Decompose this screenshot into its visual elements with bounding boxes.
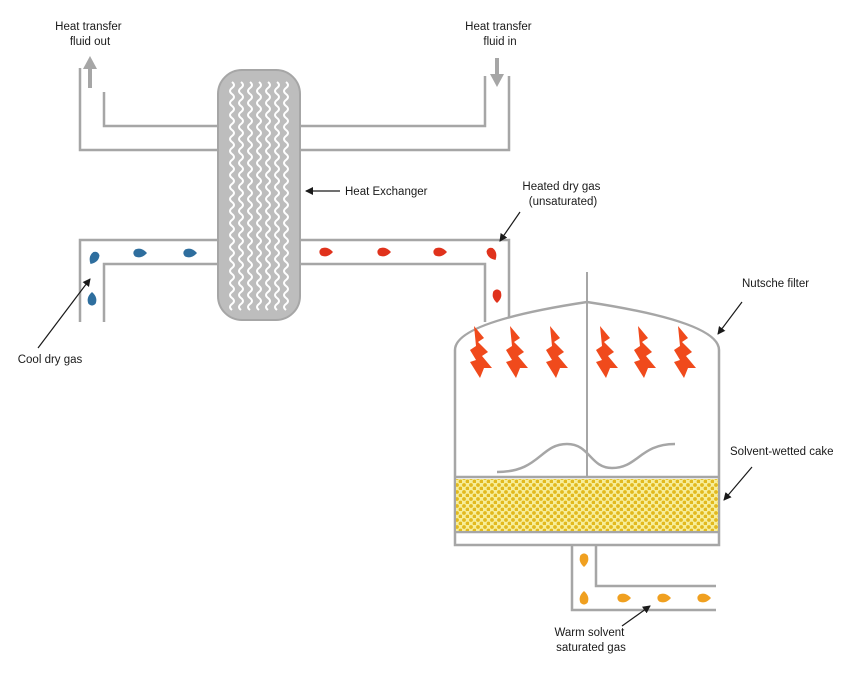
coil-line [247,81,253,311]
heated-gas-drop [492,289,502,303]
cool-gas-drops [87,248,197,306]
coil-line [283,81,289,311]
label-warm-gas: Warm solvent saturated gas [554,627,627,654]
heated-gas-drops [319,247,502,303]
coil-line [274,81,280,311]
cake-arrow [723,466,753,501]
heated-gas-arrow [499,211,521,242]
nutsche-arrow [717,301,743,335]
label-heated-gas: Heated dry gas (unsaturated) [522,181,603,208]
warm-gas-drop [697,593,711,603]
coil-line [238,81,244,311]
heat-flame-icon [596,326,618,378]
cool-gas-drop [183,248,197,258]
heat-exchanger [217,69,301,321]
heat-flame-icon [506,326,528,378]
cool-gas-drop [133,248,147,258]
nutsche-filter [453,272,721,547]
label-fluid-out: Heat transfer fluid out [55,21,125,48]
coil-line [256,81,262,311]
coil-line [265,81,271,311]
label-solvent-cake: Solvent-wetted cake [730,446,834,458]
label-heat-exchanger: Heat Exchanger [345,186,428,198]
heat-flame-icon [470,326,492,378]
heated-gas-drop [377,247,391,257]
heated-gas-drop [433,247,447,257]
heat-flames [470,326,696,378]
label-nutsche-filter: Nutsche filter [742,278,809,290]
cool-gas-arrow [37,278,91,349]
outlet-pipe [570,545,716,612]
fluid-piping [78,68,511,152]
cool-gas-drop [87,292,97,306]
coil-line [229,81,235,311]
warm-gas-drops [579,553,711,605]
warm-gas-drop [657,593,671,603]
cool-gas-drop [89,251,100,265]
solvent-cake [456,479,718,531]
label-cool-gas: Cool dry gas [18,354,83,366]
warm-gas-drop [579,591,589,605]
fluid-in-arrow-icon [490,58,504,87]
agitator-blade [496,442,676,474]
heat-flame-icon [546,326,568,378]
heated-gas-drop [319,247,333,257]
heat-flame-icon [674,326,696,378]
warm-gas-drop [579,553,589,567]
warm-gas-arrow [621,605,651,627]
heat-flame-icon [634,326,656,378]
fluid-out-arrow-icon [83,56,97,88]
gas-pipe [78,238,511,322]
label-fluid-in: Heat transfer fluid in [465,21,535,48]
heated-gas-drop [486,247,497,261]
warm-gas-drop [617,593,631,603]
